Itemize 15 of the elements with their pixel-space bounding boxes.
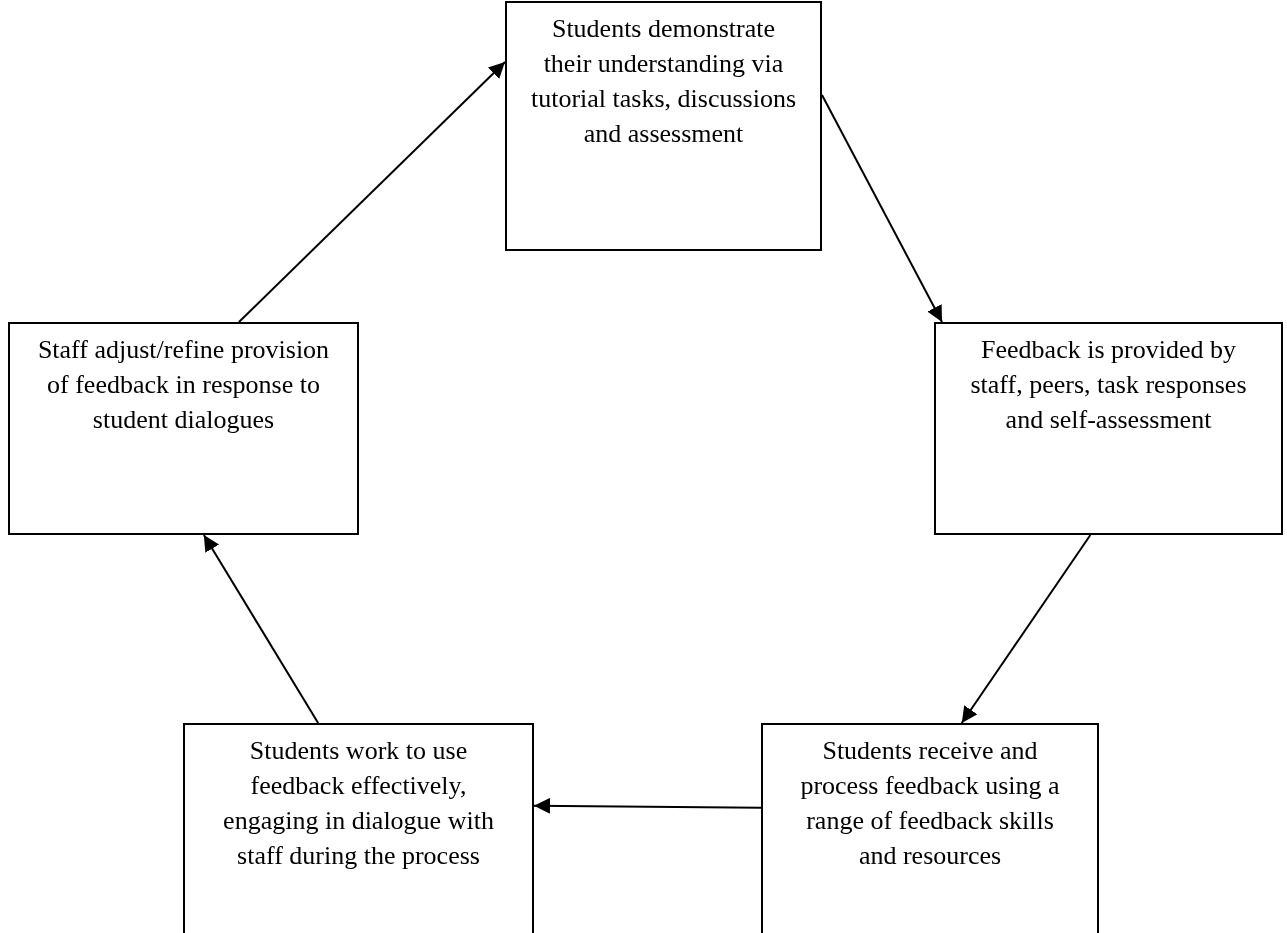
box-text: Students work to use feedback effectively, engaging in dialogue with staff during the process: [222, 735, 495, 872]
process-box: [934, 322, 1283, 535]
arrow: [821, 94, 944, 323]
process-box: [761, 723, 1099, 933]
arrow: [237, 61, 506, 323]
arrow: [533, 797, 762, 814]
box-text: Students demonstrate their understanding via tutorial tasks, discussions and assessment: [529, 13, 798, 150]
arrow: [202, 534, 320, 724]
process-box: [183, 723, 534, 933]
process-box: [8, 322, 359, 535]
box-text: Feedback is provided by staff, peers, task responses and self-assessment: [969, 334, 1248, 436]
process-box: [505, 1, 822, 251]
box-text: Staff adjust/refine provision of feedback in response to student dialogues: [36, 334, 331, 436]
box-text: Students receive and process feedback using a range of feedback skills and resources: [799, 735, 1061, 872]
arrow: [960, 534, 1092, 724]
